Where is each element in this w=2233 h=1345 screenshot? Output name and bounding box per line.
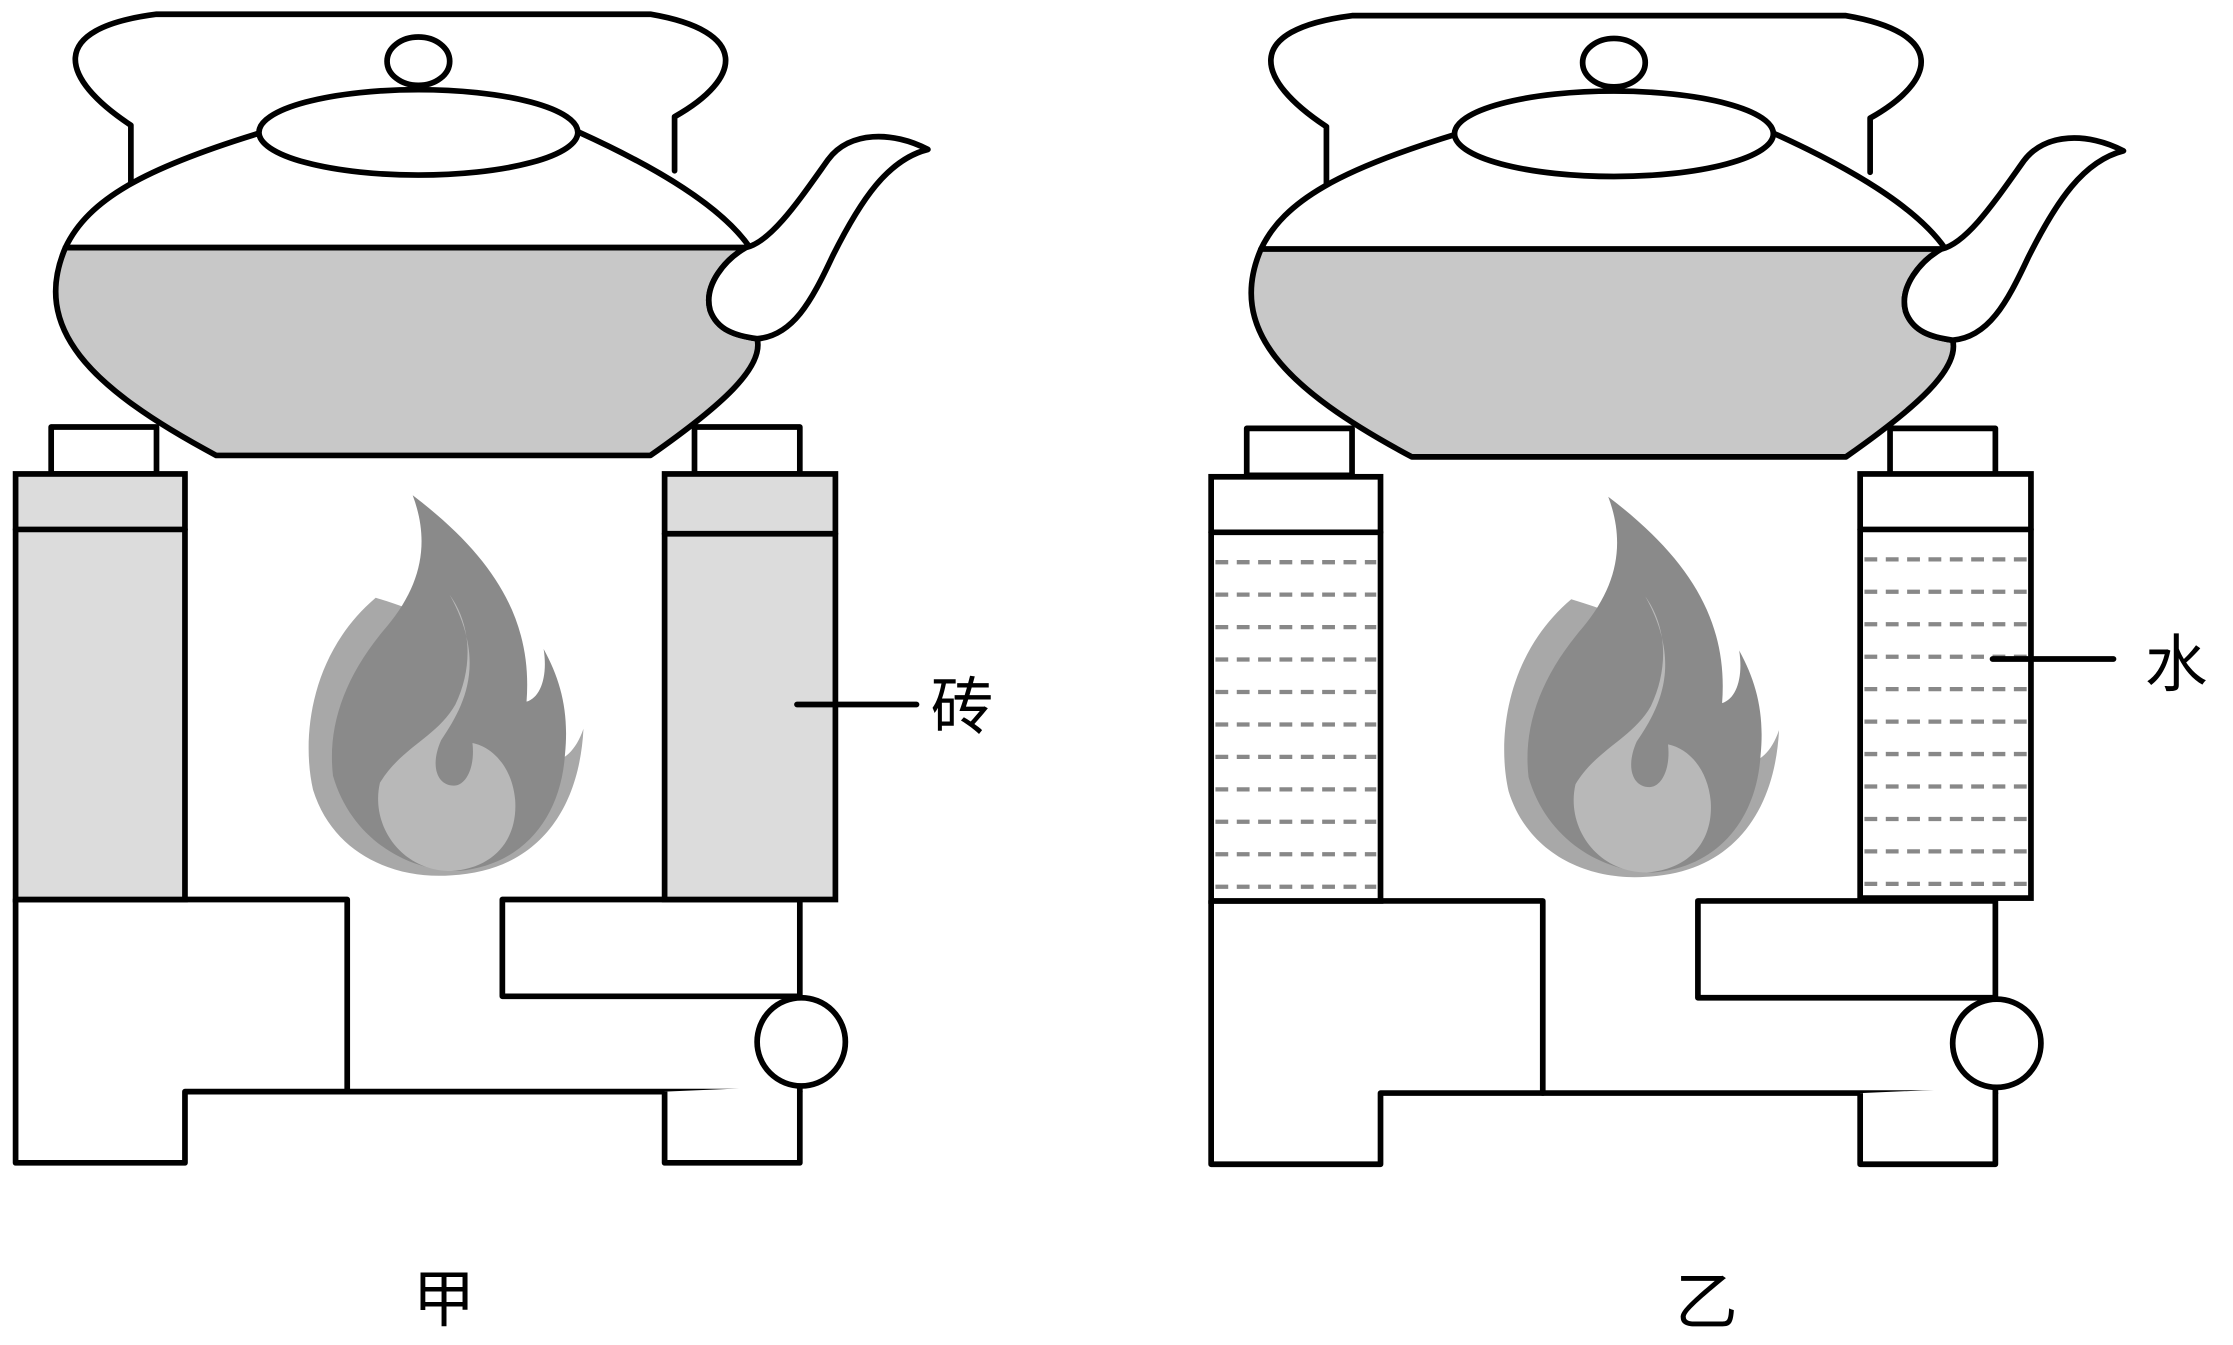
brick-column-left [12,471,188,903]
water-column-right [1857,471,2034,901]
stove-yi: 水 乙 [1208,16,2208,1339]
water-label: 水 [2145,628,2208,701]
caption-jia: 甲 [413,1263,476,1336]
brick-label: 砖 [931,671,994,744]
water-column-left [1208,473,1384,904]
stove-jia: 砖 甲 [12,14,994,1336]
brick-column-right [661,471,839,903]
caption-yi: 乙 [1675,1266,1738,1339]
